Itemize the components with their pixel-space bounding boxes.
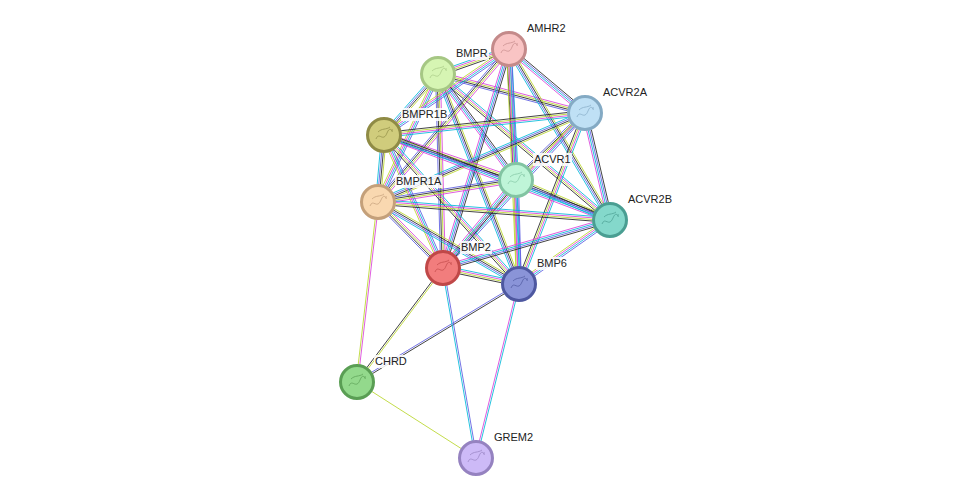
node-circle	[592, 202, 628, 238]
protein-node: BMP6	[501, 266, 537, 302]
interaction-edge	[452, 192, 506, 256]
protein-label: BMPR1A	[395, 175, 442, 188]
protein-label: BMPR1B	[401, 108, 448, 121]
protein-label: AMHR2	[526, 22, 567, 35]
interaction-edge	[531, 185, 595, 216]
protein-node: AMHR2	[491, 31, 527, 67]
interaction-edge	[532, 228, 597, 276]
protein-label: ACVR2A	[602, 86, 648, 99]
interaction-edge	[372, 292, 505, 373]
interaction-edge	[587, 129, 609, 203]
node-circle	[360, 184, 396, 220]
protein-label: BMP6	[536, 257, 568, 270]
node-circle	[567, 95, 603, 131]
protein-label: ACVR2B	[627, 193, 673, 206]
interaction-edge	[372, 391, 462, 448]
node-circle	[425, 250, 461, 286]
protein-node: BMPR	[420, 56, 456, 92]
interaction-edge	[367, 281, 433, 368]
protein-label: ACVR1	[533, 153, 572, 166]
node-circle	[498, 162, 534, 198]
protein-node: ACVR1	[498, 162, 534, 198]
protein-node: CHRD	[339, 364, 375, 400]
interaction-edge	[479, 301, 515, 441]
interaction-edge	[395, 201, 592, 221]
interaction-edge	[358, 219, 377, 364]
protein-node: ACVR2A	[567, 95, 603, 131]
protein-node: ACVR2B	[592, 202, 628, 238]
interaction-edge	[445, 285, 474, 441]
node-circle	[366, 117, 402, 153]
node-circle	[458, 440, 494, 476]
protein-node: BMP2	[425, 250, 461, 286]
protein-node: GREM2	[458, 440, 494, 476]
node-circle	[420, 56, 456, 92]
node-circle	[339, 364, 375, 400]
protein-node: BMPR1A	[360, 184, 396, 220]
node-circle	[501, 266, 537, 302]
protein-node: BMPR1B	[366, 117, 402, 153]
interaction-edge	[514, 197, 521, 266]
interaction-edge	[453, 124, 575, 256]
interaction-edge	[377, 152, 385, 185]
interaction-edge	[397, 57, 496, 127]
protein-label: CHRD	[374, 355, 408, 368]
node-circle	[491, 31, 527, 67]
protein-label: BMP2	[460, 241, 492, 254]
protein-label: GREM2	[493, 431, 534, 444]
interaction-edge	[460, 269, 503, 282]
protein-label: BMPR	[455, 47, 489, 60]
